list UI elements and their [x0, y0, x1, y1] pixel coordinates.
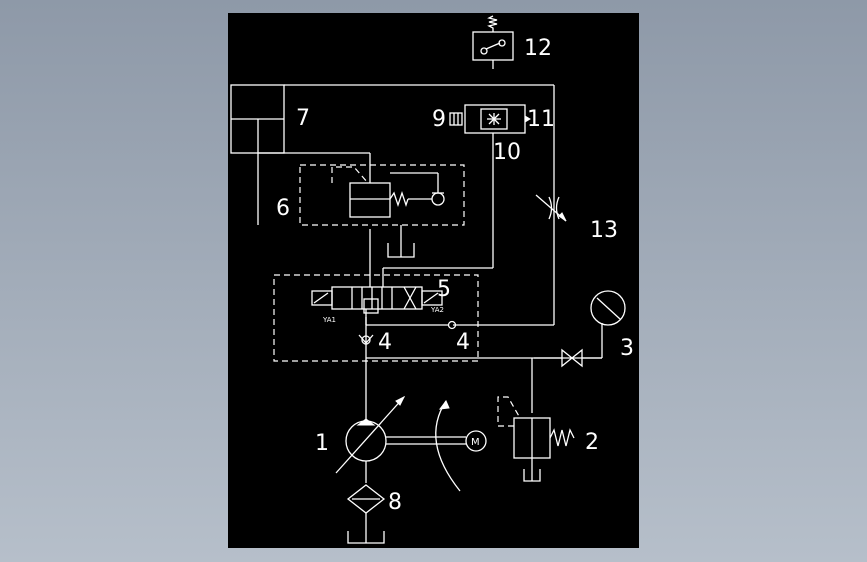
- label-12: 12: [524, 36, 552, 61]
- label-9: 9: [432, 107, 446, 132]
- label-4a: 4: [378, 330, 392, 355]
- label-3: 3: [620, 336, 634, 361]
- motor: [465, 430, 487, 452]
- label-5: 5: [437, 277, 451, 302]
- hydraulic-schematic: 12 7 9 11 10: [230, 15, 634, 544]
- label-ya2: YA2: [430, 306, 444, 314]
- label-11: 11: [527, 107, 555, 132]
- label-4b: 4: [456, 330, 470, 355]
- hydraulic-diagram-viewport: 12 7 9 11 10: [228, 13, 639, 548]
- cylinder-7: [230, 84, 285, 225]
- throttle-13: [535, 194, 567, 222]
- pump-1: [335, 395, 466, 492]
- filter-8: [346, 484, 386, 544]
- directional-valve-5: [273, 274, 479, 362]
- label-7: 7: [296, 106, 310, 131]
- gauge-valve-3: [561, 290, 626, 368]
- pressure-valve-6: [299, 164, 465, 258]
- check-valve-4a: [358, 334, 374, 345]
- label-10: 10: [493, 140, 521, 165]
- pressure-switch-12: [472, 15, 514, 69]
- pipework: [258, 84, 603, 425]
- label-13: 13: [590, 218, 618, 243]
- label-2: 2: [585, 430, 599, 455]
- flow-valve-10: [449, 104, 531, 134]
- label-ya1: YA1: [322, 316, 336, 324]
- label-8: 8: [388, 490, 402, 515]
- relief-valve-2: [497, 396, 575, 482]
- motor-label: M: [471, 437, 480, 448]
- label-6: 6: [276, 196, 290, 221]
- label-1: 1: [315, 431, 329, 456]
